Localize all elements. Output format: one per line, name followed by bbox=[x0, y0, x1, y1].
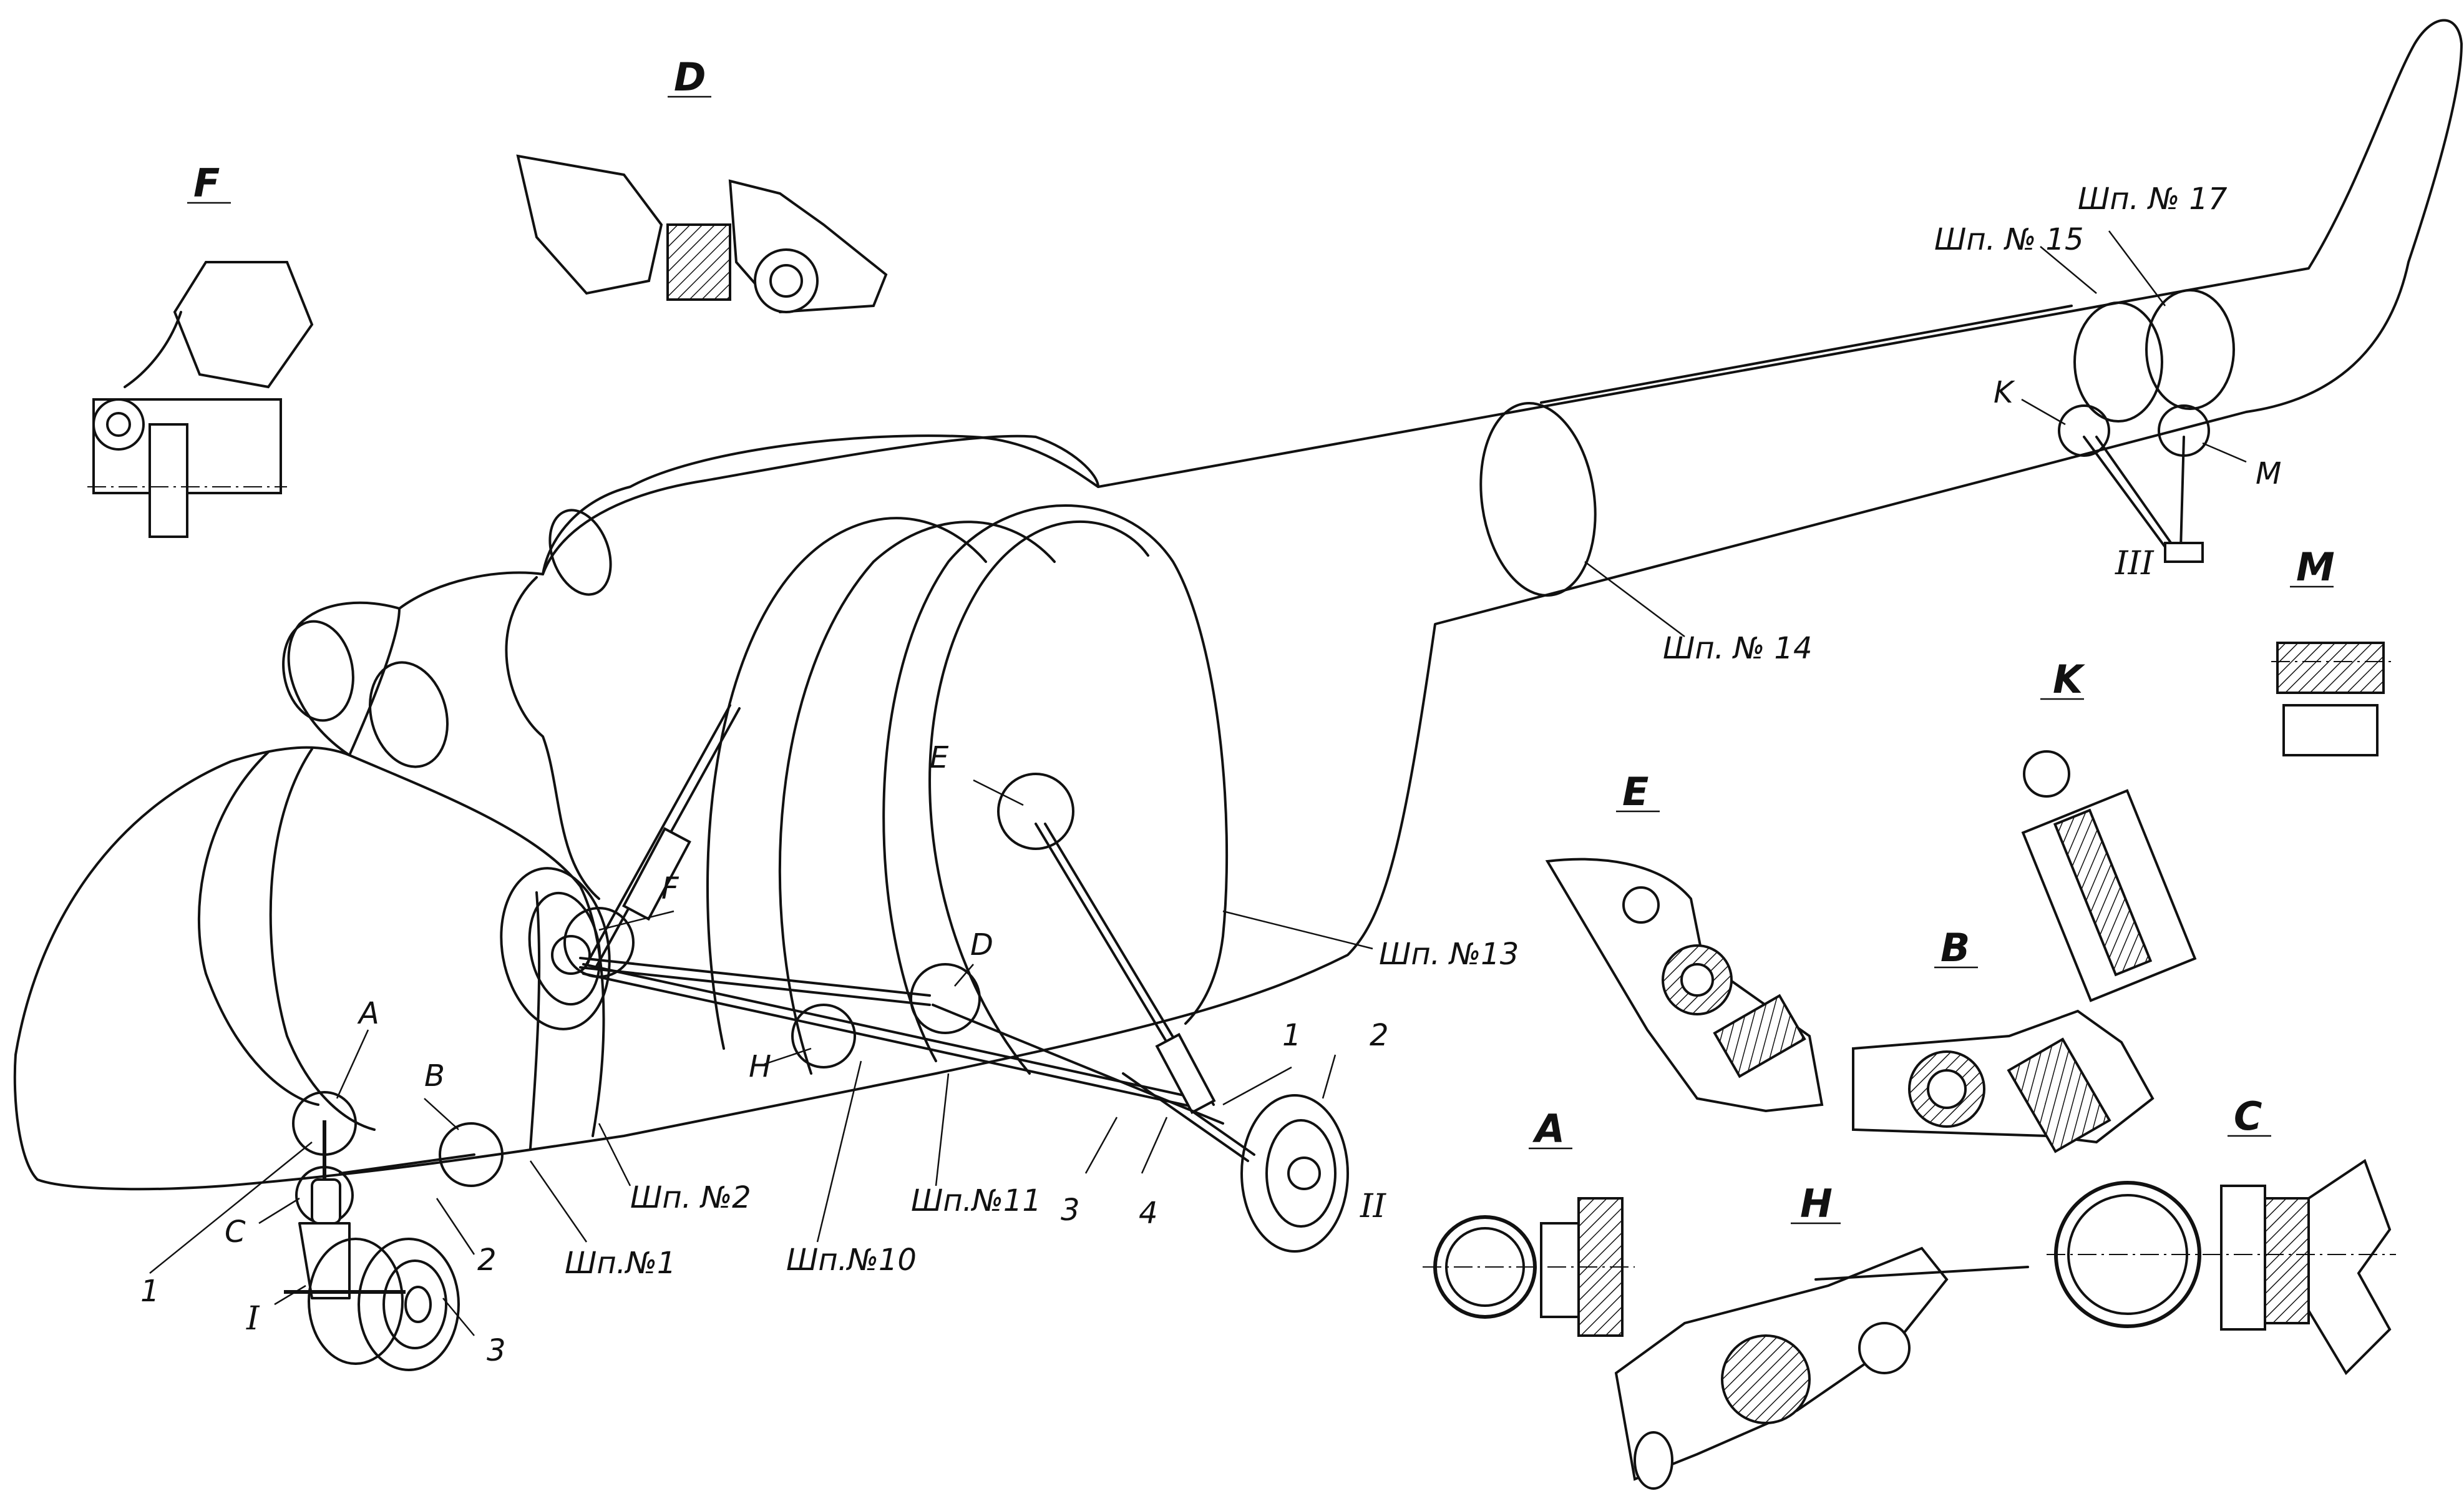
detail-view-A bbox=[1423, 1197, 1635, 1337]
view-header-A: A bbox=[1532, 1106, 1565, 1152]
frame-label-13: Шп. №13 bbox=[1379, 937, 1519, 972]
view-header-K: K bbox=[2053, 657, 2085, 702]
part-number-1-main: 1 bbox=[1282, 1018, 1302, 1053]
view-header-D: D bbox=[674, 54, 706, 100]
frame-label-14: Шп. № 14 bbox=[1663, 631, 1812, 666]
gear-label-II: II bbox=[1360, 1188, 1387, 1225]
frame-label-10: Шп.№10 bbox=[786, 1243, 917, 1278]
view-header-H: H bbox=[1800, 1181, 1833, 1226]
view-header-B: B bbox=[1941, 925, 1970, 971]
callout-F: F bbox=[661, 871, 679, 906]
detail-view-B bbox=[1852, 1009, 2155, 1153]
callout-C: C bbox=[225, 1215, 246, 1249]
detail-view-M bbox=[2271, 642, 2396, 756]
view-header-C: C bbox=[2234, 1093, 2262, 1139]
detail-view-H bbox=[1614, 1246, 2029, 1490]
callout-K: K bbox=[1994, 375, 2015, 410]
frame-label-17: Шп. № 17 bbox=[2078, 182, 2228, 217]
frame-labels: Шп.№1 Шп. №2 Шп.№10 Шп.№11 Шп. №13 Шп. №… bbox=[565, 182, 2228, 1281]
part-number-2-main: 2 bbox=[1370, 1018, 1389, 1053]
view-header-E: E bbox=[1622, 769, 1648, 814]
gear-label-I: I bbox=[246, 1300, 260, 1337]
callout-D: D bbox=[970, 927, 993, 962]
main-gear bbox=[500, 704, 1349, 1253]
callout-E: E bbox=[930, 740, 949, 775]
part-number-3-nose: 3 bbox=[487, 1333, 506, 1368]
frame-label-2: Шп. №2 bbox=[630, 1180, 751, 1215]
detail-view-K bbox=[2021, 750, 2197, 1002]
gear-label-III: III bbox=[2115, 545, 2155, 582]
gear-labels: I II III bbox=[246, 545, 2155, 1337]
detail-view-F bbox=[87, 261, 314, 538]
view-headers: F D E K M B A H C bbox=[187, 54, 2335, 1226]
detail-view-D bbox=[516, 154, 888, 314]
part-number-4-main: 4 bbox=[1139, 1196, 1158, 1231]
part-number-2-nose: 2 bbox=[477, 1243, 497, 1278]
callout-M: M bbox=[2256, 456, 2281, 491]
callout-A: A bbox=[357, 996, 379, 1031]
view-header-M: M bbox=[2296, 544, 2335, 590]
tail-skid bbox=[2083, 436, 2204, 563]
part-numbers: 1 2 3 1 2 3 4 bbox=[140, 1018, 1389, 1368]
frame-label-1: Шп.№1 bbox=[565, 1246, 676, 1281]
fuselage-outline bbox=[13, 19, 2463, 1191]
leader-lines bbox=[149, 230, 2247, 1336]
callout-letters: A B C F E D H K M bbox=[225, 375, 2281, 1249]
callout-H: H bbox=[749, 1049, 771, 1084]
detail-view-C bbox=[2047, 1158, 2396, 1376]
nose-gear bbox=[284, 1120, 475, 1371]
view-header-F: F bbox=[193, 160, 220, 206]
frame-label-11: Шп.№11 bbox=[911, 1183, 1041, 1218]
callout-B: B bbox=[424, 1059, 445, 1093]
part-number-3-main: 3 bbox=[1061, 1193, 1080, 1228]
detail-view-E bbox=[1545, 858, 1824, 1113]
part-number-1-nose: 1 bbox=[140, 1274, 160, 1309]
frame-label-15: Шп. № 15 bbox=[1934, 222, 2083, 257]
